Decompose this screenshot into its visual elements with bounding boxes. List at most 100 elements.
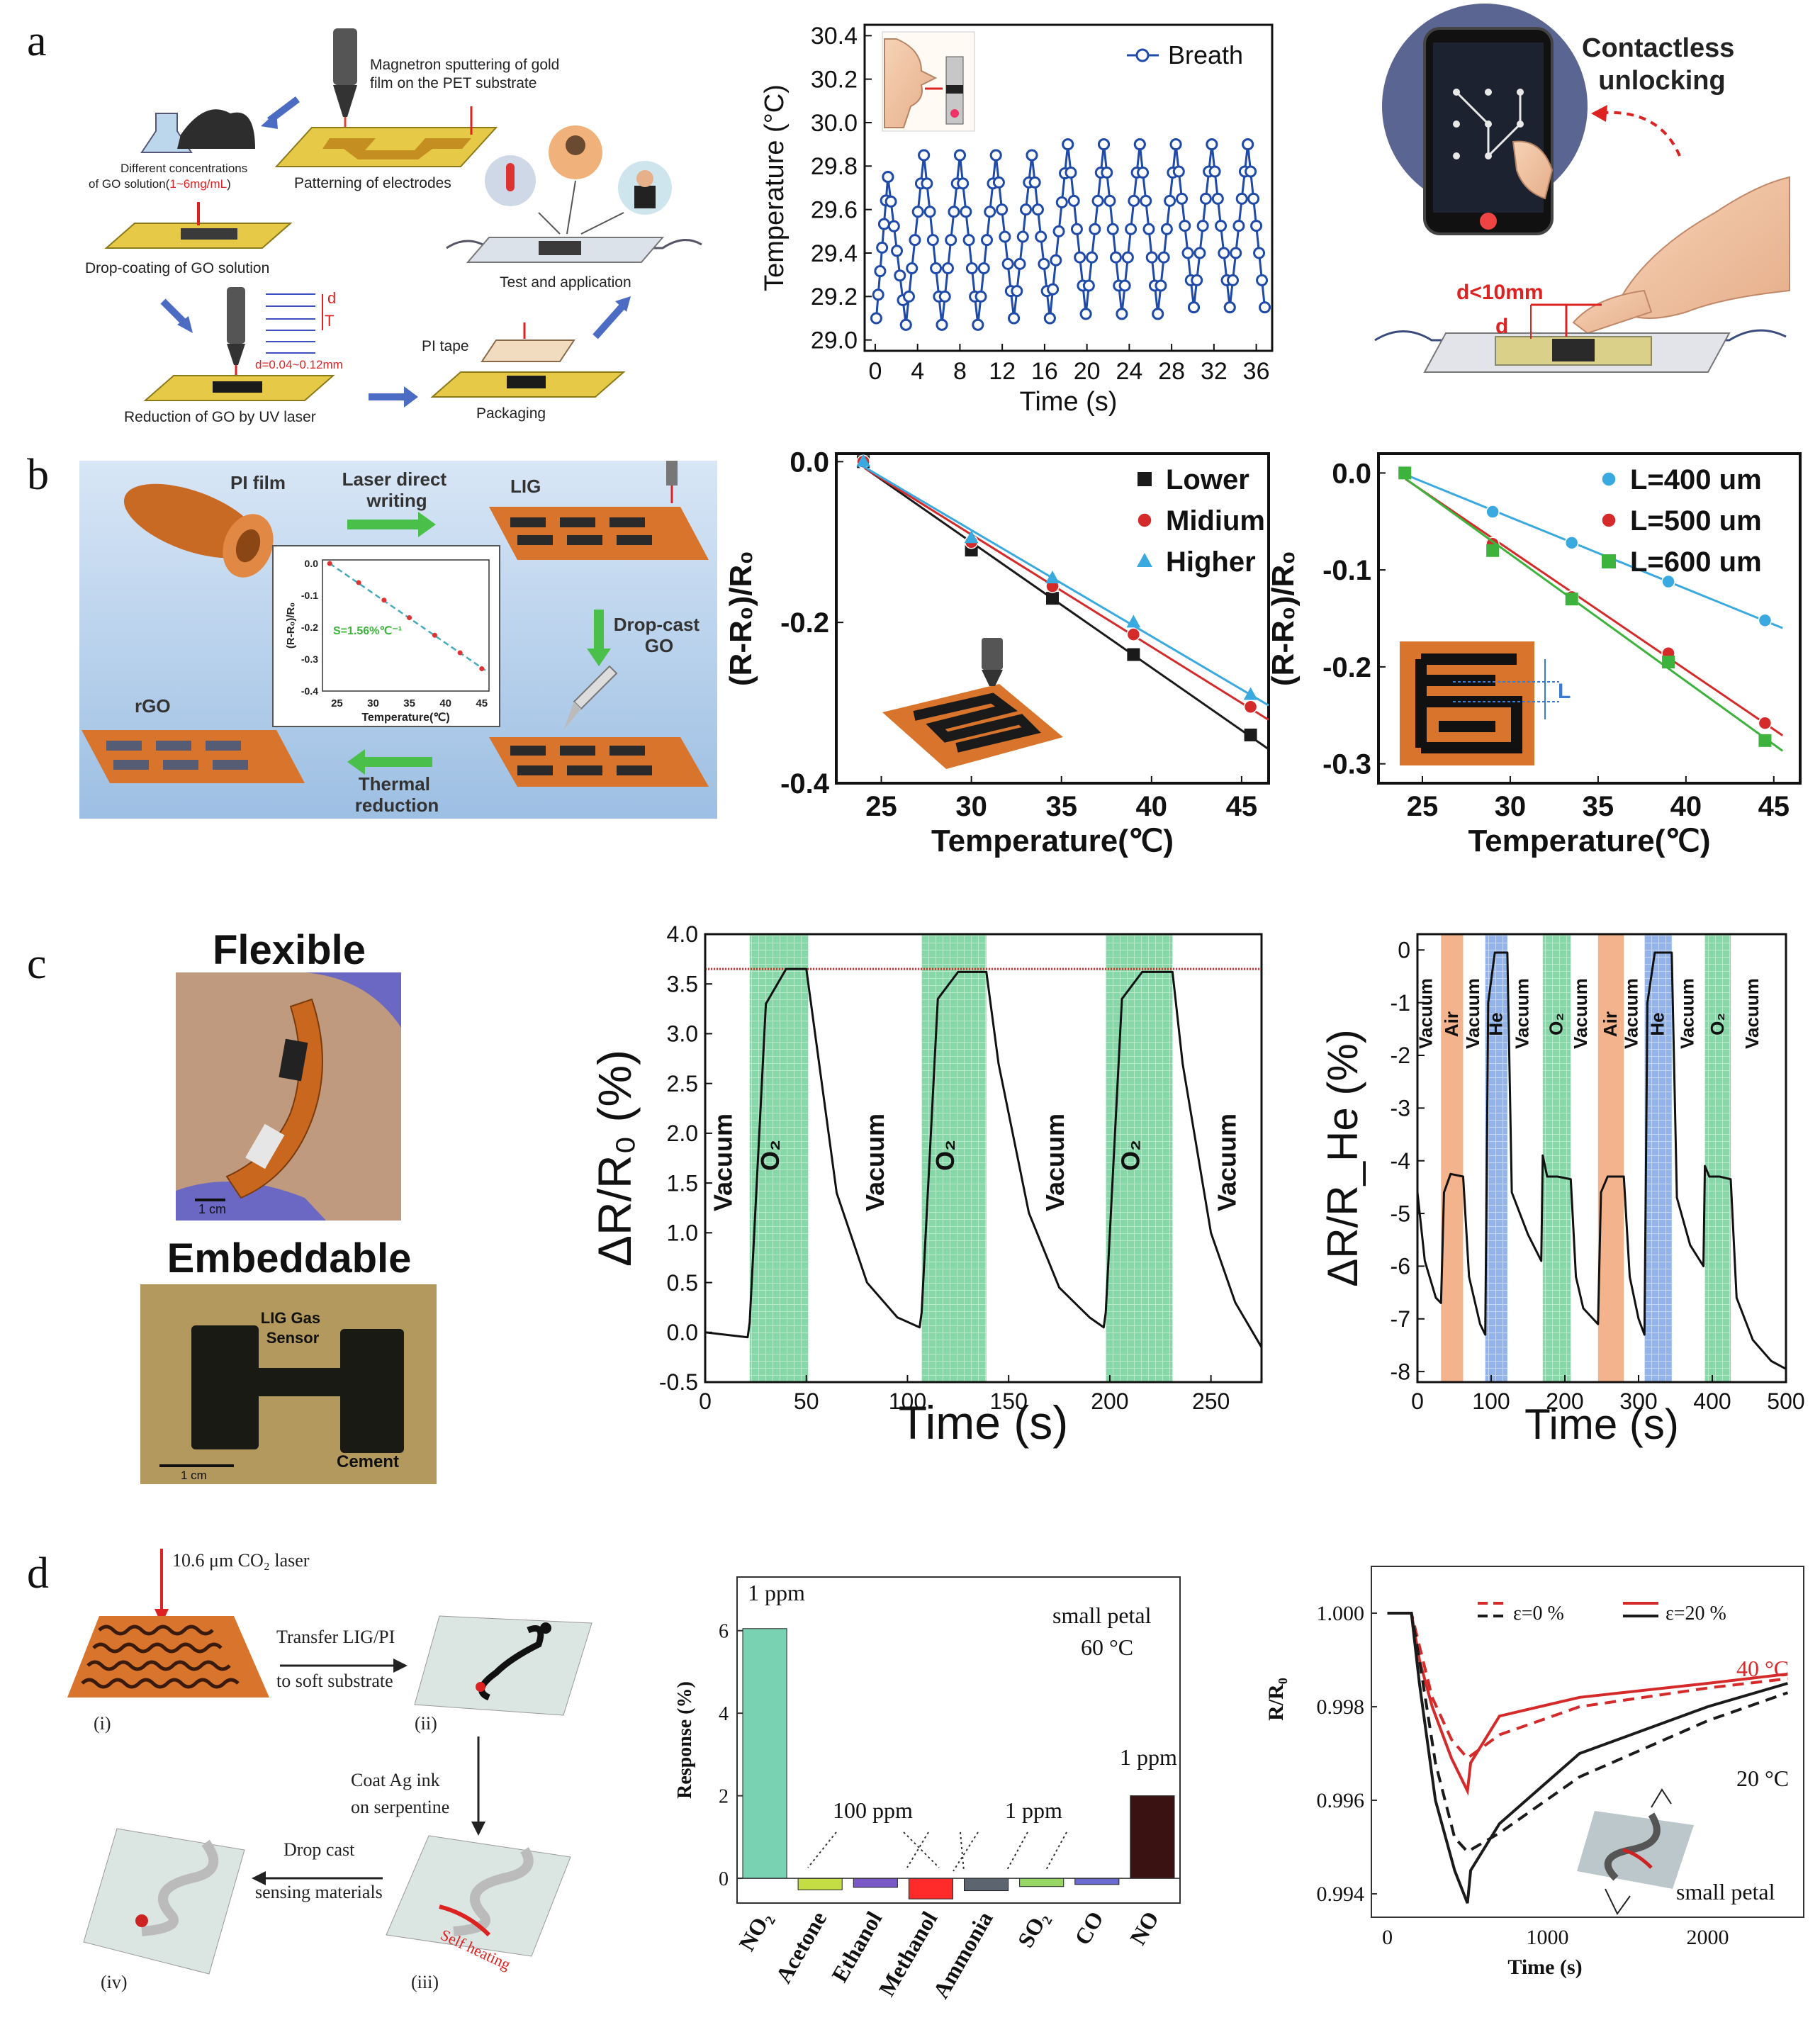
y-tick-label: -5 <box>1391 1201 1410 1226</box>
breath-point <box>1086 251 1099 264</box>
legend-marker <box>1602 554 1616 568</box>
patterned-plate <box>274 106 498 167</box>
y-tick-label: 0.0 <box>667 1320 698 1345</box>
breath-point <box>1055 196 1068 208</box>
coat-line-2: on serpentine <box>351 1797 449 1817</box>
x-axis-label: Time (s) <box>1524 1401 1679 1448</box>
d2-petal-inset <box>1577 1788 1694 1915</box>
breath-point <box>921 177 933 190</box>
breath-point <box>1164 194 1176 207</box>
data-point <box>856 454 871 467</box>
x-tick-label: 40 <box>1136 791 1168 822</box>
band-label: O₂ <box>755 1140 785 1171</box>
breath-point <box>1098 138 1111 151</box>
y-tick-label: 3.0 <box>667 1021 698 1047</box>
breath-point <box>938 290 951 303</box>
dropcast-d-line-1: Drop cast <box>283 1839 355 1860</box>
inset-y-tick: -0.3 <box>301 653 318 665</box>
conc-line-2: of GO solution(1~6mg/mL) <box>89 177 231 191</box>
step-iii: (iii) <box>411 1972 439 1992</box>
breath-point <box>1226 274 1239 286</box>
finger-icon <box>1512 140 1554 200</box>
breath-point <box>1155 279 1167 292</box>
breath-point <box>1137 167 1150 179</box>
legend-marker <box>1137 512 1152 528</box>
inset-point <box>327 561 332 566</box>
breath-point <box>1038 257 1050 270</box>
step-ii: (ii) <box>415 1713 437 1734</box>
data-point <box>1758 716 1773 730</box>
lig-gas-label: LIG Gas Sensor <box>261 1309 325 1347</box>
breath-point <box>1245 165 1257 178</box>
x-tick-label: 500 <box>1767 1388 1804 1414</box>
y-tick-label: 30.0 <box>811 110 858 137</box>
pi-film-label: PI film <box>230 472 286 493</box>
breath-point <box>1011 285 1023 298</box>
gas-band <box>1441 934 1464 1382</box>
vacuum-label: Vacuum <box>1741 978 1763 1049</box>
inset-point <box>457 650 463 656</box>
vacuum-label: Vacuum <box>1512 978 1533 1049</box>
annot-leader <box>960 1831 965 1872</box>
y-tick-label: -0.3 <box>1322 749 1371 780</box>
breath-point <box>972 318 984 331</box>
o2-band <box>749 934 809 1382</box>
breath-point <box>1013 257 1026 270</box>
breath-point <box>882 171 894 184</box>
legend-marker <box>1601 471 1617 487</box>
bar <box>1074 1878 1120 1885</box>
y-tick-label: 30.4 <box>811 23 858 50</box>
vacuum-label: Vacuum <box>709 1113 738 1211</box>
legend-marker <box>1135 48 1150 62</box>
dropcast-label: Drop-cast GO <box>614 614 705 656</box>
x-axis-label: Temperature(℃) <box>1468 824 1711 858</box>
y-tick-label: 1.5 <box>667 1170 698 1196</box>
inset-point <box>407 615 412 620</box>
unlock-title: Contactless unlocking <box>1582 33 1742 96</box>
dropcast-line-1: Drop-cast <box>614 614 700 635</box>
breath-point <box>1109 251 1122 264</box>
inset-x-tick: 25 <box>331 697 343 709</box>
gas-band <box>1704 934 1731 1382</box>
annot-60c: 60 °C <box>1081 1634 1133 1660</box>
data-point <box>1564 536 1579 550</box>
breath-point <box>1179 220 1191 232</box>
breath-point <box>1196 220 1209 232</box>
x-tick-label: 250 <box>1192 1388 1230 1414</box>
response-curve <box>1416 951 1787 1370</box>
x-tick-label: 4 <box>911 358 924 385</box>
fit-line <box>863 466 1269 721</box>
inset-y-tick: 0.0 <box>305 558 319 569</box>
plot-frame <box>704 933 1263 1384</box>
breath-point <box>1242 138 1254 151</box>
y-tick-label: 2 <box>719 1786 729 1808</box>
breath-point <box>1031 203 1044 216</box>
breath-point <box>1091 194 1104 207</box>
x-tick-label: 300 <box>1619 1388 1657 1414</box>
inset-x-tick: 30 <box>367 697 379 709</box>
breath-point <box>957 177 970 190</box>
y-tick-label: 2.5 <box>667 1071 698 1096</box>
breath-point <box>1020 203 1033 216</box>
x-tick-label: 32 <box>1201 358 1228 385</box>
gas-band <box>1542 934 1571 1382</box>
bar <box>1130 1795 1175 1879</box>
breath-point <box>1187 301 1200 314</box>
breath-point <box>891 245 904 257</box>
o2-band <box>1106 934 1173 1382</box>
inset-y-label: (R-R₀)/R₀ <box>285 602 297 649</box>
breath-point <box>1082 279 1095 292</box>
y-tick-label: 4.0 <box>667 921 698 947</box>
data-point <box>1565 593 1578 606</box>
test-caption: Test and application <box>500 274 631 291</box>
t-letter: T <box>325 312 334 330</box>
panel-labels: a b c d <box>27 17 49 1598</box>
panel-label-d: d <box>27 1549 49 1598</box>
vacuum-label: Vacuum <box>1677 978 1698 1049</box>
data-point <box>1127 648 1140 661</box>
x-tick-label: 8 <box>953 358 967 385</box>
bar <box>908 1878 953 1900</box>
breath-point <box>962 234 975 247</box>
annot-100ppm: 100 ppm <box>833 1797 913 1823</box>
